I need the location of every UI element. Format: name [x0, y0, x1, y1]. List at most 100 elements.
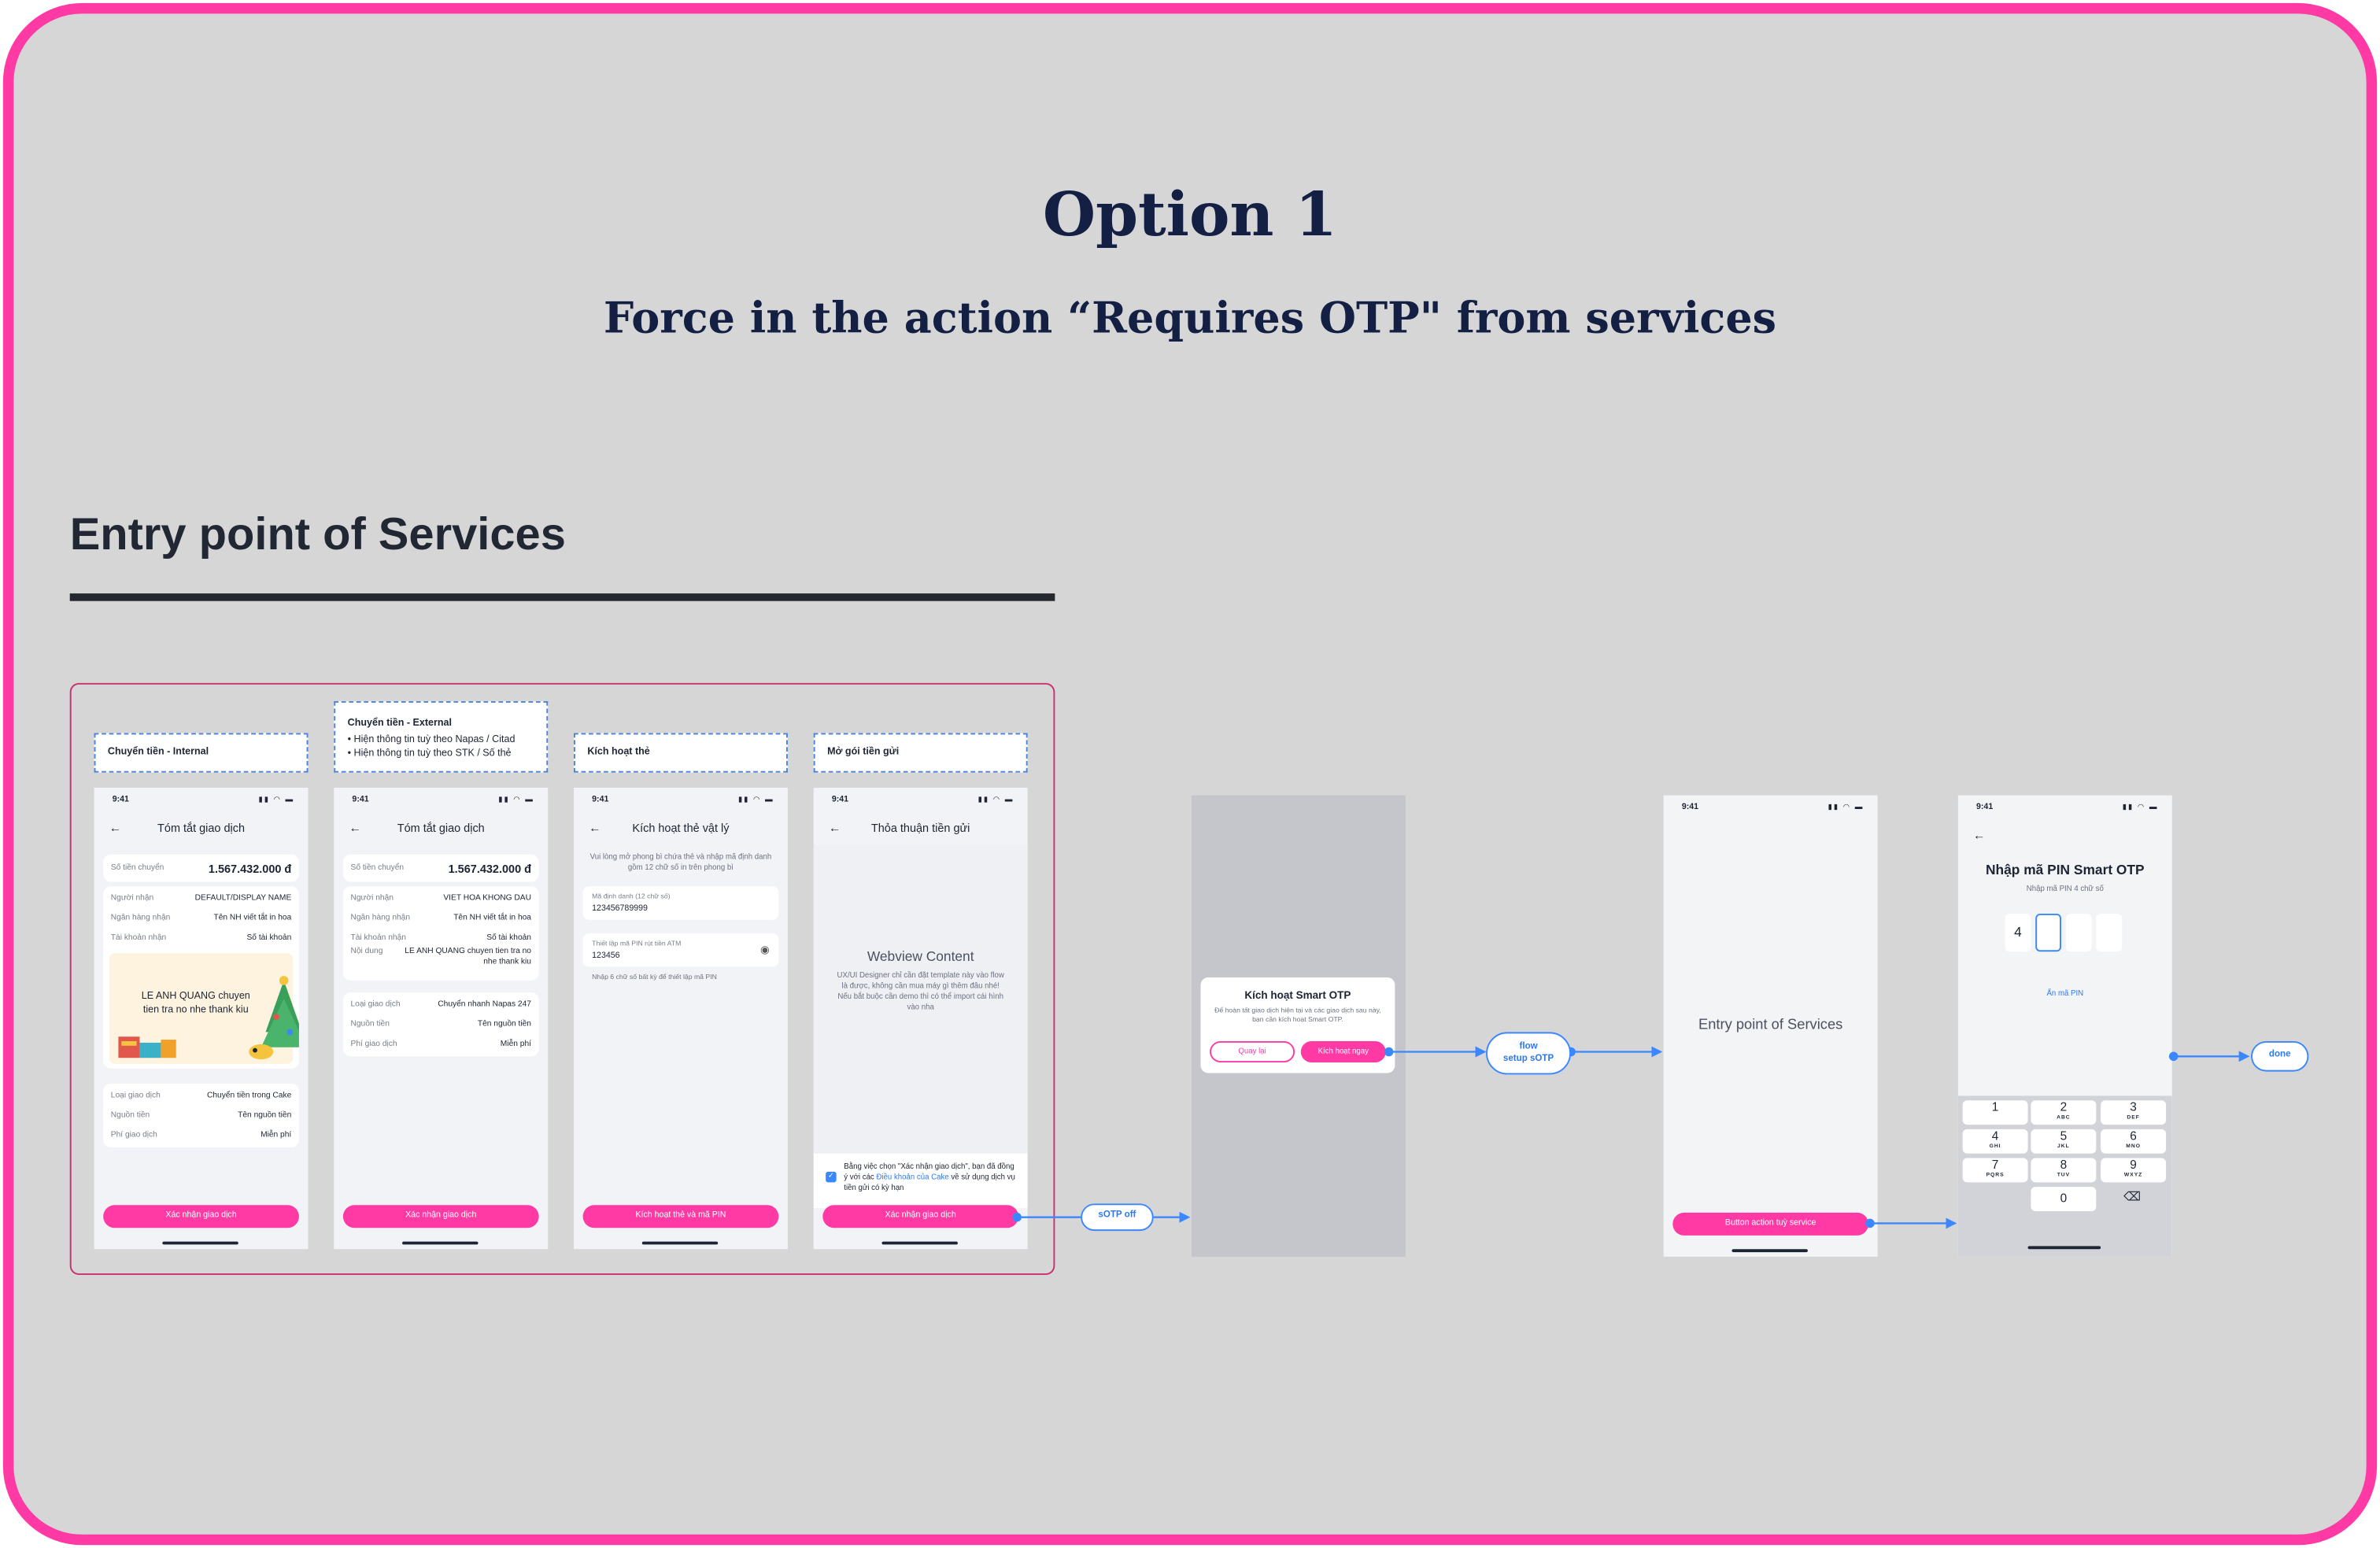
terms-link[interactable]: Điều khoản của Cake: [876, 1173, 949, 1183]
row-key: Loại giao dịch: [350, 999, 401, 1009]
confirm-transaction-button[interactable]: Xác nhận giao dịch: [342, 1205, 539, 1228]
screen-entry-point: 9:41 ▮▮ ◠ ▬ Entry point of Services Butt…: [1663, 795, 1878, 1257]
key-letters: TUV: [2057, 1171, 2071, 1178]
back-arrow-icon[interactable]: ←: [109, 821, 122, 835]
sotp-off-node: sOTP off: [1081, 1203, 1154, 1232]
row-key: Ngân hàng nhận: [110, 913, 171, 922]
screen-title: Thỏa thuận tiền gửi: [870, 821, 970, 835]
row-key: Nội dung: [350, 947, 383, 956]
screen-deposit-agreement: 9:41 ▮▮ ◠ ▬ ← Thỏa thuận tiền gửi Webvie…: [813, 787, 1028, 1250]
key-letters: DEF: [2127, 1114, 2140, 1121]
home-indicator: [2027, 1246, 2101, 1250]
row-key: Phí giao dịch: [350, 1039, 397, 1048]
confirm-transaction-button[interactable]: Xác nhận giao dịch: [822, 1205, 1019, 1228]
pin-digit-box[interactable]: [2096, 913, 2123, 952]
pin-digit-box[interactable]: 4: [2005, 913, 2031, 952]
screen-title: Tóm tắt giao dịch: [397, 821, 485, 835]
tag-internal: Chuyển tiền - Internal: [94, 733, 309, 773]
row-value: Tên NH viết tắt in hoa: [453, 913, 531, 922]
status-time: 9:41: [352, 795, 369, 805]
section-underline: [69, 593, 1055, 601]
back-arrow-icon[interactable]: ←: [828, 821, 841, 835]
row-value: Tên nguồn tiền: [477, 1019, 531, 1029]
status-icons: ▮▮ ◠ ▬: [258, 795, 295, 805]
status-time: 9:41: [1681, 803, 1699, 812]
done-node: done: [2251, 1040, 2309, 1072]
key-letters: MNO: [2126, 1143, 2141, 1149]
agreement-text: Bằng việc chọn "Xác nhận giao dịch", bạn…: [844, 1162, 1018, 1195]
keypad-key[interactable]: 0: [2031, 1187, 2097, 1211]
amount-label: Số tiền chuyển: [350, 863, 405, 873]
status-icons: ▮▮ ◠ ▬: [978, 795, 1014, 805]
id-number-field[interactable]: Mã định danh (12 chữ số) 123456789999: [582, 886, 779, 920]
back-arrow-icon[interactable]: ←: [1973, 828, 1986, 843]
pin-digit-box-active[interactable]: [2035, 913, 2061, 952]
pin-digit-box[interactable]: [2065, 913, 2092, 952]
detail-row: Ngân hàng nhận Tên NH viết tắt in hoa: [343, 907, 539, 927]
christmas-decor-icon: [118, 976, 299, 1060]
section-title: Entry point of Services: [69, 509, 566, 560]
setup-sotp-node: flow setup sOTP: [1486, 1032, 1572, 1075]
eye-icon[interactable]: ◉: [760, 945, 770, 956]
webview-title: Webview Content: [867, 948, 974, 964]
activate-card-button[interactable]: Kích hoạt thẻ và mã PIN: [582, 1205, 779, 1228]
status-icons: ▮▮ ◠ ▬: [1828, 803, 1864, 812]
instruction-text: Vui lòng mở phong bì chứa thẻ và nhập mã…: [589, 852, 772, 873]
row-value: LE ANH QUANG chuyen tien tra no nhe than…: [405, 947, 531, 967]
activate-now-button[interactable]: Kích hoạt ngay: [1300, 1040, 1386, 1062]
key-letters: ABC: [2057, 1114, 2071, 1121]
screen-card-activation: 9:41 ▮▮ ◠ ▬ ← Kích hoạt thẻ vật lý Vui l…: [573, 787, 788, 1250]
pin-subtitle: Nhập mã PIN 4 chữ số: [2026, 885, 2104, 894]
key-number: 8: [2060, 1158, 2068, 1172]
keypad-key[interactable]: 1: [1962, 1100, 2028, 1125]
entry-points-group: [69, 682, 1055, 1275]
row-key: Ngân hàng nhận: [350, 913, 411, 922]
row-value: DEFAULT/DISPLAY NAME: [194, 892, 292, 903]
status-time: 9:41: [592, 795, 609, 805]
hide-pin-link[interactable]: Ẩn mã PIN: [2046, 989, 2084, 999]
row-value: Tên NH viết tắt in hoa: [213, 913, 292, 922]
webview-area: [813, 845, 1028, 1157]
agree-checkbox[interactable]: ✓: [826, 1171, 837, 1183]
webview-text: UX/UI Designer chỉ cần đặt template này …: [837, 971, 1004, 1013]
service-action-button[interactable]: Button action tuỳ service: [1672, 1212, 1869, 1236]
screen-transfer-external: 9:41 ▮▮ ◠ ▬ ← Tóm tắt giao dịch Số tiền …: [334, 787, 549, 1250]
key-number: 7: [1991, 1158, 1999, 1172]
row-value: Miễn phí: [261, 1129, 292, 1140]
home-indicator: [162, 1241, 238, 1245]
back-arrow-icon[interactable]: ←: [589, 821, 601, 835]
row-key: Người nhận: [350, 892, 394, 903]
row-value: Chuyển tiền trong Cake: [206, 1090, 292, 1100]
confirm-transaction-button[interactable]: Xác nhận giao dịch: [103, 1205, 299, 1228]
row-key: Tài khoản nhận: [350, 933, 406, 942]
row-key: Loại giao dịch: [110, 1090, 161, 1100]
key-number: 1: [1991, 1100, 1999, 1114]
entry-point-label: Entry point of Services: [1698, 1017, 1843, 1034]
key-number: 6: [2130, 1129, 2137, 1143]
status-time: 9:41: [1975, 803, 1994, 812]
screen-title: Kích hoạt thẻ vật lý: [632, 821, 730, 835]
backspace-icon[interactable]: ⌫: [2123, 1189, 2141, 1204]
dialog-title: Kích hoạt Smart OTP: [1244, 991, 1351, 1002]
back-button[interactable]: Quay lại: [1210, 1040, 1295, 1062]
key-number: 5: [2060, 1129, 2068, 1143]
back-arrow-icon[interactable]: ←: [349, 821, 361, 835]
pin-field[interactable]: Thiết lập mã PIN rút tiền ATM 123456 ◉: [582, 933, 779, 967]
